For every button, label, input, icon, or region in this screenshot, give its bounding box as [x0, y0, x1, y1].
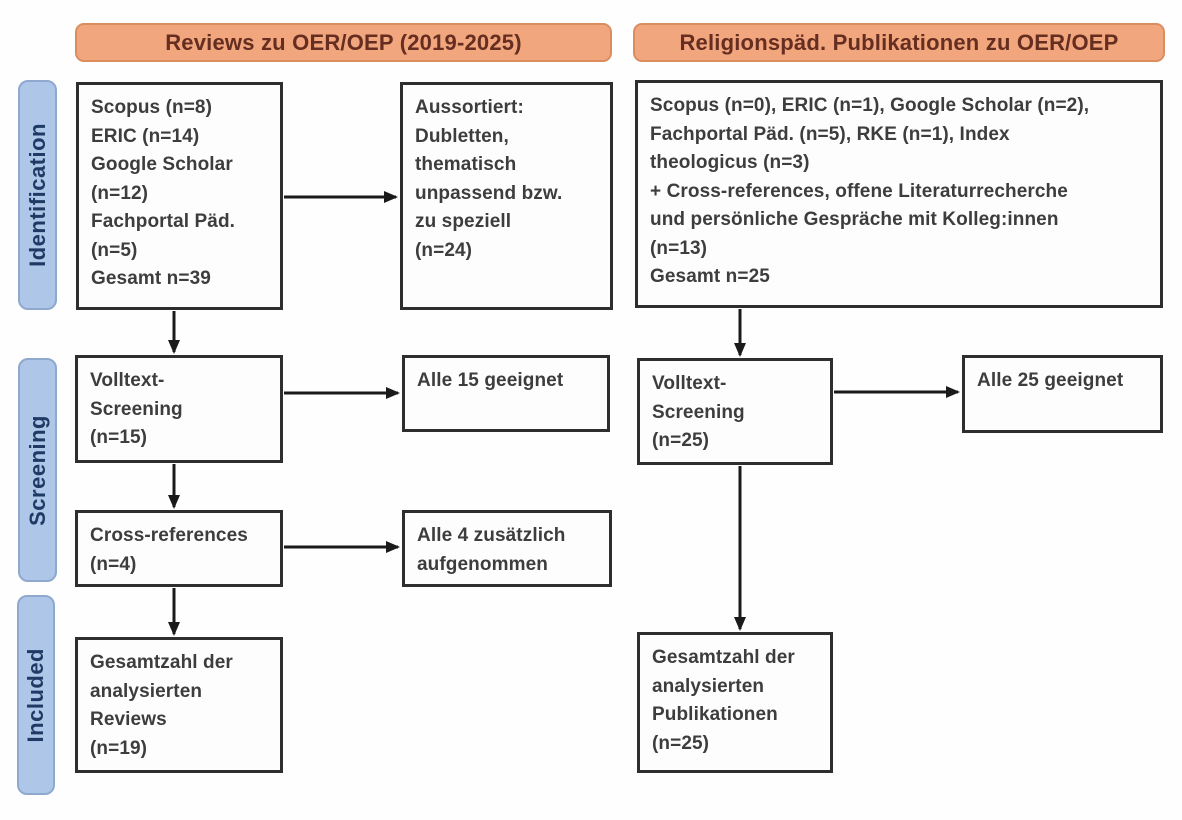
stage-included: Included	[17, 595, 55, 795]
right-sources-box: Scopus (n=0), ERIC (n=1), Google Scholar…	[635, 80, 1163, 308]
right-fulltext-text: Volltext- Screening (n=25)	[652, 373, 745, 451]
left-column-header-label: Reviews zu OER/OEP (2019-2025)	[165, 29, 522, 55]
right-column-header-label: Religionspäd. Publikationen zu OER/OEP	[679, 29, 1119, 55]
left-crossref-result-text: Alle 4 zusätzlich aufgenommen	[417, 525, 566, 575]
right-fulltext-result-text: Alle 25 geeignet	[977, 370, 1124, 391]
left-fulltext-result-text: Alle 15 geeignet	[417, 370, 564, 391]
left-included-text: Gesamtzahl der analysierten Reviews (n=1…	[90, 652, 233, 759]
left-excluded-box: Aussortiert: Dubletten, thematisch unpas…	[400, 82, 613, 310]
left-column-header: Reviews zu OER/OEP (2019-2025)	[75, 23, 612, 62]
left-fulltext-text: Volltext- Screening (n=15)	[90, 370, 183, 448]
left-fulltext-box: Volltext- Screening (n=15)	[75, 355, 283, 463]
left-crossref-box: Cross-references (n=4)	[75, 510, 283, 587]
right-fulltext-result-box: Alle 25 geeignet	[962, 355, 1163, 433]
right-column-header: Religionspäd. Publikationen zu OER/OEP	[633, 23, 1165, 62]
left-sources-box: Scopus (n=8) ERIC (n=14) Google Scholar …	[76, 82, 283, 310]
left-crossref-result-box: Alle 4 zusätzlich aufgenommen	[402, 510, 612, 587]
left-excluded-text: Aussortiert: Dubletten, thematisch unpas…	[415, 97, 563, 261]
right-sources-text: Scopus (n=0), ERIC (n=1), Google Scholar…	[650, 95, 1090, 287]
right-included-box: Gesamtzahl der analysierten Publikatione…	[637, 632, 833, 773]
stage-identification: Identification	[18, 80, 57, 310]
left-included-box: Gesamtzahl der analysierten Reviews (n=1…	[75, 637, 283, 773]
stage-screening: Screening	[18, 358, 57, 582]
left-fulltext-result-box: Alle 15 geeignet	[402, 355, 610, 432]
left-crossref-text: Cross-references (n=4)	[90, 525, 248, 575]
left-sources-text: Scopus (n=8) ERIC (n=14) Google Scholar …	[91, 97, 236, 289]
right-included-text: Gesamtzahl der analysierten Publikatione…	[652, 647, 795, 754]
right-fulltext-box: Volltext- Screening (n=25)	[637, 358, 833, 465]
